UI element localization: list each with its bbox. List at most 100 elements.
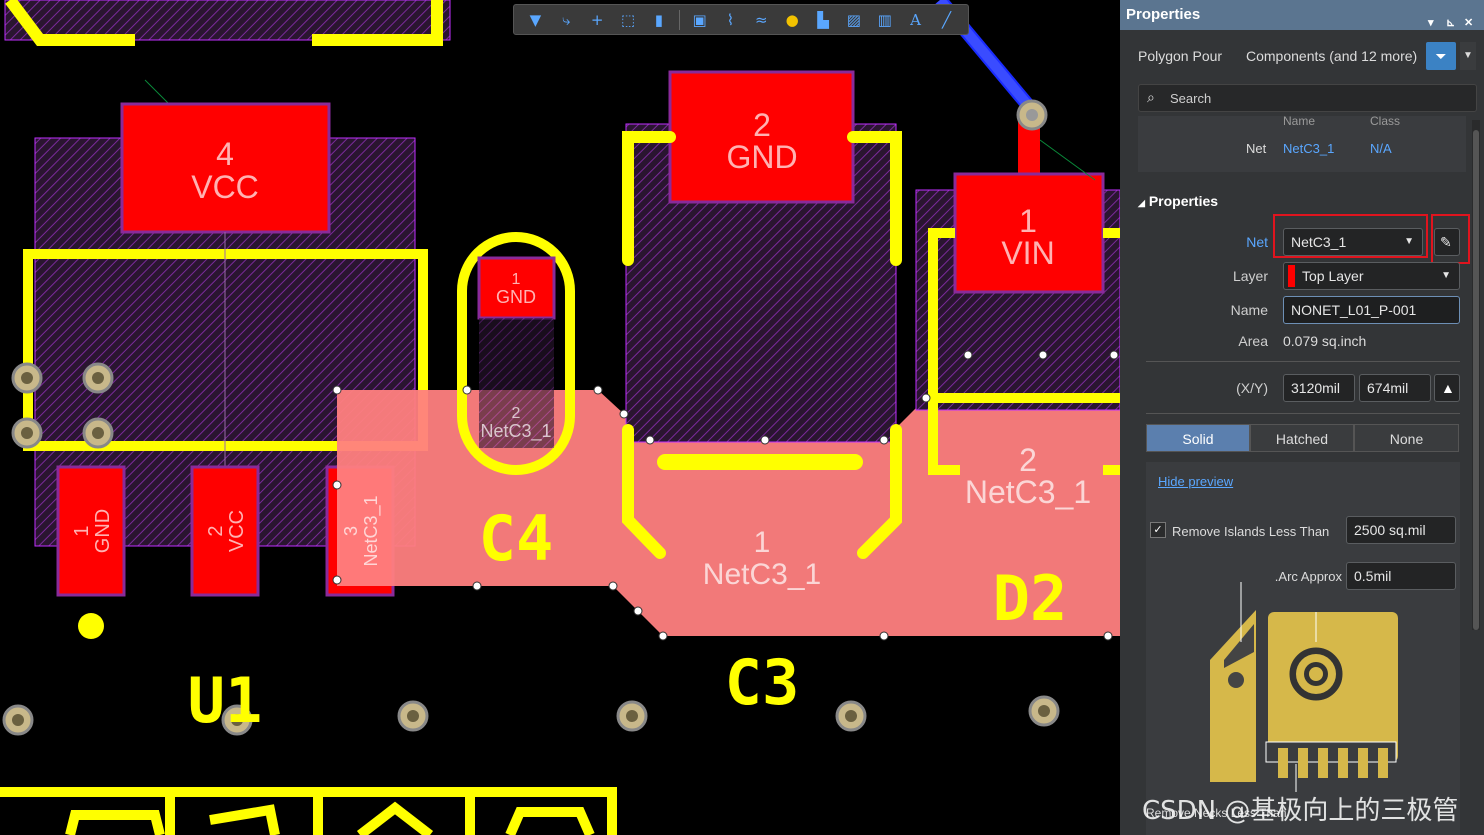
net-table: Name Class Net NetC3_1 N/A: [1138, 114, 1466, 172]
u1-pad1-net: GND: [92, 509, 114, 553]
lock-button[interactable]: ▲: [1434, 374, 1460, 402]
net-table-class[interactable]: N/A: [1370, 141, 1392, 156]
pencil-icon: ✎: [1440, 234, 1452, 250]
u1-pad4-num: 4: [216, 136, 234, 172]
pad-icon[interactable]: ●: [785, 10, 799, 29]
fill-none-button[interactable]: None: [1354, 424, 1459, 452]
net-table-name[interactable]: NetC3_1: [1283, 141, 1335, 156]
graph-icon[interactable]: ▥: [877, 10, 892, 29]
c4-pad1-num: 1: [512, 271, 521, 288]
c3-pad2-num: 2: [753, 107, 771, 143]
c4-pad1-net: GND: [496, 287, 536, 307]
align-icon[interactable]: ▮: [654, 10, 663, 29]
object-type: Polygon Pour: [1138, 48, 1223, 64]
c3-pad2-net: GND: [726, 139, 797, 175]
properties-section-title: Properties: [1148, 193, 1219, 209]
d2-pad2-net: NetC3_1: [965, 474, 1091, 510]
line-icon[interactable]: ╱: [941, 10, 951, 29]
u1-pad3-net: NetC3_1: [361, 495, 382, 566]
component-icon[interactable]: ▣: [692, 10, 707, 29]
designator-u1: U1: [188, 664, 263, 737]
net-label: Net: [1246, 234, 1268, 250]
remove-islands-input[interactable]: 2500 sq.mil: [1346, 516, 1456, 544]
u1-pad2-num: 2: [205, 525, 227, 536]
panel-scrollbar[interactable]: [1472, 120, 1480, 630]
search-placeholder: Search: [1170, 91, 1212, 106]
divider: [1146, 413, 1460, 414]
pcb-drawing: 4 VCC 1 GND 2 NetC3_1 2 GND 1 NetC3_1 1 …: [0, 0, 1120, 835]
search-box[interactable]: ⌕ Search: [1138, 84, 1477, 112]
route-icon[interactable]: ⤷: [562, 10, 571, 29]
divider: [1146, 361, 1460, 362]
remove-necks-label: Remove Necks Less Than: [1146, 806, 1287, 820]
selection-scope: Components (and 12 more): [1246, 48, 1418, 64]
name-input[interactable]: NONET_L01_P-001: [1283, 296, 1460, 324]
net-table-header-name: Name: [1283, 114, 1316, 128]
vias: [2, 99, 1060, 736]
highlight-pick-button: [1431, 214, 1470, 264]
panel-pin-icon[interactable]: ⊾: [1446, 17, 1456, 29]
fill-hatched-button[interactable]: Hatched: [1250, 424, 1354, 452]
c4-pad-1: [477, 256, 556, 320]
filter-funnel-icon: ⏷: [1435, 48, 1447, 64]
u1-pad-2: [190, 465, 260, 597]
connect-icon[interactable]: ⌇: [726, 10, 735, 29]
text-icon[interactable]: A: [910, 10, 922, 29]
courtyard-top-left: [4, 0, 451, 41]
name-label: Name: [1230, 302, 1268, 318]
net-value: NetC3_1: [1291, 234, 1347, 250]
c4-pad2-net: NetC3_1: [480, 421, 551, 442]
y-input[interactable]: 674mil: [1359, 374, 1431, 402]
d2-pad1-net: VIN: [1001, 235, 1054, 271]
watermark: CSDN @基极向上的三极管: [1142, 796, 1459, 826]
hide-preview-link[interactable]: Hide preview: [1158, 474, 1234, 489]
panel-title-bar: Properties ▾ ⊾ ✕: [1120, 0, 1484, 30]
fill-solid-button[interactable]: Solid: [1146, 424, 1250, 452]
c4-pad2-num: 2: [512, 405, 521, 422]
filter-icon[interactable]: ▼: [529, 10, 542, 29]
highlight-net-dropdown: [1273, 214, 1428, 258]
crosshair-icon[interactable]: +: [590, 10, 604, 29]
designator-c3: C3: [725, 646, 800, 719]
silk-top-left: [5, 0, 135, 46]
area-value: 0.079 sq.inch: [1283, 333, 1367, 349]
u1-pad1-num: 1: [71, 525, 93, 536]
panel-close-icon[interactable]: ✕: [1464, 17, 1474, 29]
d2-pad2-num: 2: [1019, 442, 1037, 478]
net-dropdown-arrow-icon: ▼: [1404, 236, 1414, 247]
dimension-icon[interactable]: ▨: [846, 10, 861, 29]
lock-icon: ▲: [1441, 380, 1455, 396]
filter-dropdown-icon[interactable]: ▼: [1460, 42, 1476, 70]
polygon-preview-illustration: [1210, 582, 1398, 792]
designator-c4: C4: [479, 502, 554, 575]
u1-pad-1: [56, 465, 126, 597]
pin1-marker: [78, 613, 104, 639]
designator-d2: D2: [993, 562, 1068, 635]
layer-label: Layer: [1232, 268, 1268, 284]
filter-button[interactable]: ⏷: [1426, 42, 1456, 70]
panel-menu-icon[interactable]: ▾: [1428, 17, 1434, 29]
toolbar-divider: [678, 9, 680, 30]
properties-section-header[interactable]: ◢ Properties: [1138, 193, 1218, 209]
net-pick-button[interactable]: ✎: [1434, 228, 1460, 256]
c3-pad1-net: NetC3_1: [703, 558, 821, 591]
select-rect-icon[interactable]: ⬚: [620, 10, 636, 29]
x-input[interactable]: 3120mil: [1283, 374, 1355, 402]
d2-pad-1: [953, 172, 1105, 294]
pcb-canvas[interactable]: 4 VCC 1 GND 2 NetC3_1 2 GND 1 NetC3_1 1 …: [0, 0, 1120, 835]
panel-scrollbar-thumb[interactable]: [1473, 130, 1479, 630]
layer-dropdown[interactable]: Top Layer ▼: [1283, 262, 1460, 290]
preview-area: Hide preview ✓ Remove Islands Less Than …: [1146, 462, 1460, 835]
c3-pad-2: [668, 70, 855, 204]
net-dropdown[interactable]: NetC3_1 ▼: [1283, 228, 1423, 256]
silk-top-mid: [312, 0, 443, 46]
u1-pad3-num: 3: [341, 526, 361, 536]
diff-pair-icon[interactable]: ≈: [755, 10, 768, 29]
area-label: Area: [1238, 333, 1268, 349]
arc-approx-input[interactable]: 0.5mil: [1346, 562, 1456, 590]
search-icon: ⌕: [1147, 89, 1155, 105]
polygon-icon[interactable]: ▙: [817, 10, 829, 29]
xy-label: (X/Y): [1236, 380, 1268, 396]
remove-islands-checkbox[interactable]: ✓: [1150, 522, 1166, 538]
u1-pad2-net: VCC: [226, 510, 248, 552]
